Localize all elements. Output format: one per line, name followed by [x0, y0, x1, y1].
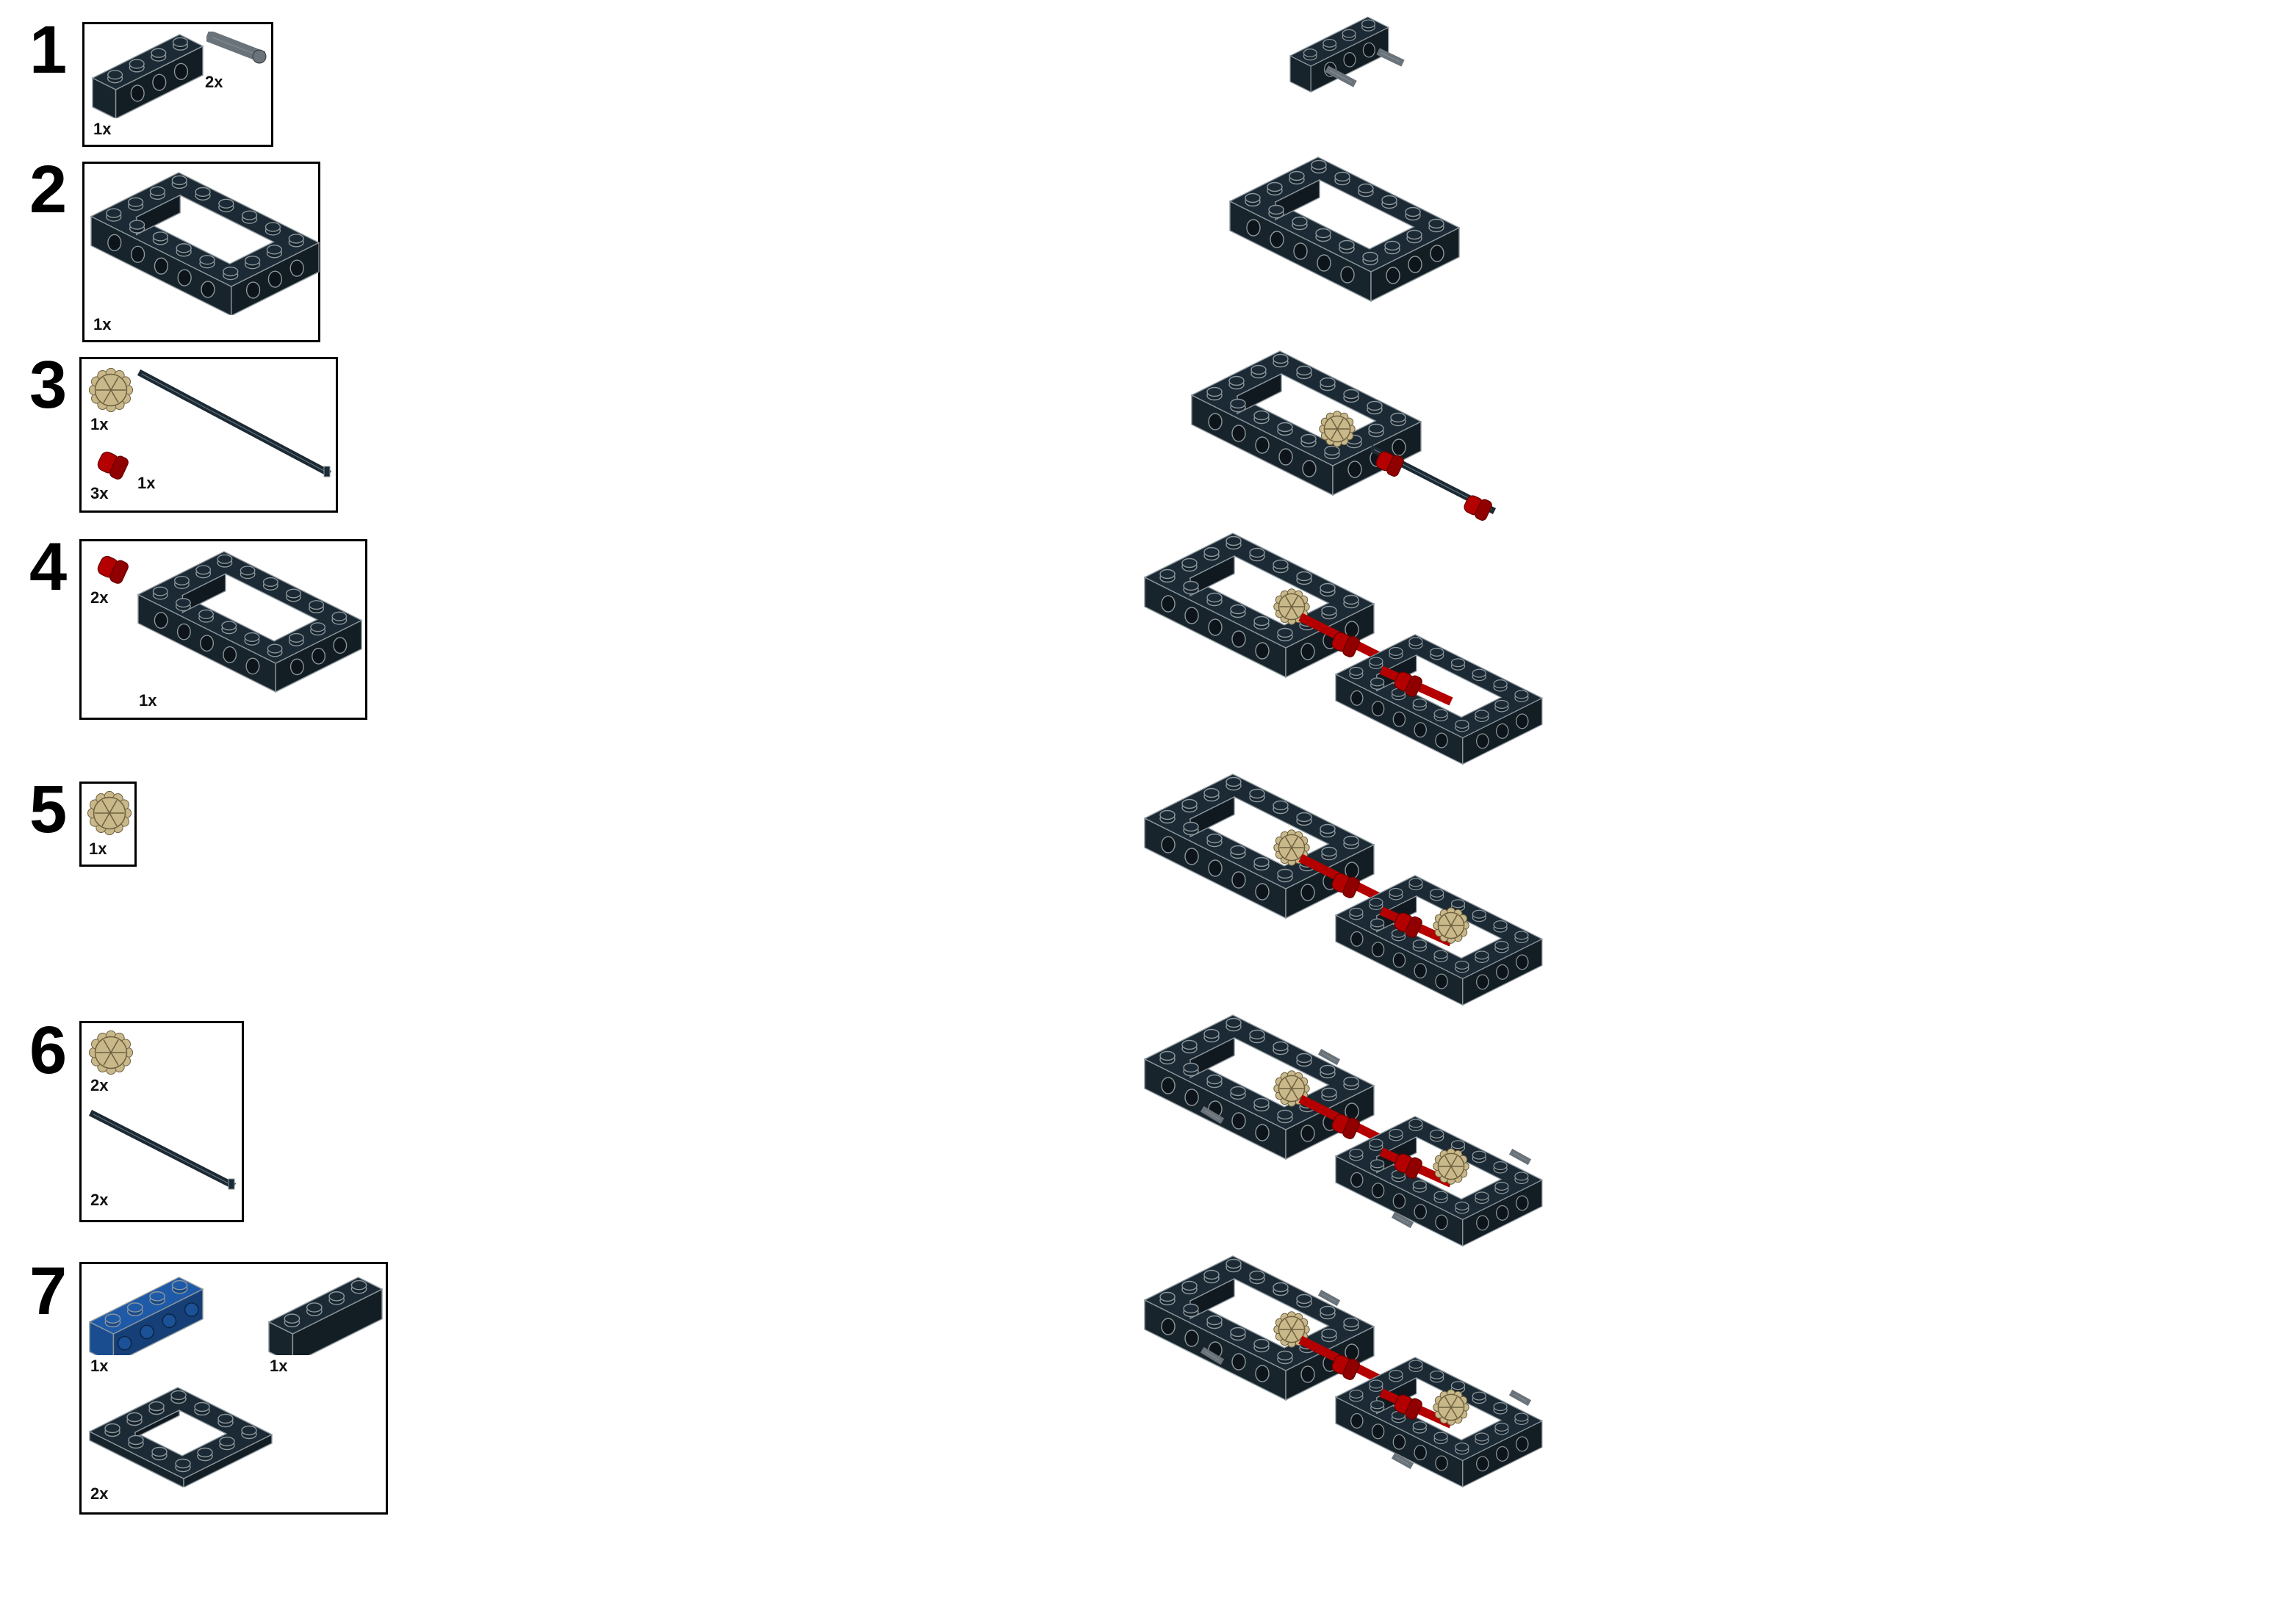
step-number: 3 [29, 347, 68, 422]
brick-1x4-icon [268, 1277, 383, 1355]
axle-icon [89, 1110, 237, 1190]
gear-drawing [88, 367, 134, 413]
blue-brick-1x4-side-studs-icon [89, 1277, 204, 1355]
part-quantity: 2x [90, 1076, 109, 1094]
assembly-step-4 [1143, 533, 1544, 765]
gear-icon [87, 790, 132, 836]
frame-drawing [90, 172, 320, 315]
plate-drawing [89, 1387, 273, 1487]
part-quantity: 3x [90, 484, 109, 502]
parts-list-step-7: 1x 1x 2x [79, 1262, 388, 1515]
assembly-step-2 [1228, 156, 1461, 303]
parts-list-step-6: 2x 2x [79, 1021, 244, 1222]
assembly-illustrations [1143, 16, 1544, 1488]
assembly-step-3 [1190, 350, 1497, 521]
technic-frame-4x6-icon [90, 172, 320, 315]
open-plate-4x4-icon [89, 1387, 273, 1487]
plainbrick-drawing [268, 1277, 383, 1355]
assembly-step-1 [1289, 16, 1405, 93]
step-number: 1 [29, 12, 68, 87]
step-number: 6 [29, 1013, 68, 1088]
part-quantity: 1x [270, 1357, 288, 1375]
part-quantity: 2x [90, 1191, 109, 1209]
part-quantity: 2x [205, 73, 223, 91]
gear-drawing [87, 790, 132, 836]
technic-brick-1x4-icon [92, 34, 204, 118]
bush-drawing [97, 555, 129, 584]
axle-drawing [89, 1110, 237, 1190]
part-quantity: 1x [137, 474, 156, 492]
technic-frame-4x6-icon [137, 551, 362, 693]
part-quantity: 1x [90, 1357, 109, 1375]
frame-drawing [137, 551, 362, 693]
assembly-step-6 [1143, 1014, 1544, 1247]
gear-icon [88, 367, 134, 413]
gear-icon [88, 1030, 134, 1075]
bush-drawing [97, 451, 129, 480]
gear-drawing [88, 1030, 134, 1075]
axle-icon [137, 369, 332, 477]
axle-drawing [137, 369, 332, 477]
step-number: 4 [29, 530, 68, 605]
parts-list-step-2: 1x [82, 162, 320, 342]
pin-drawing [206, 32, 267, 64]
parts-list-step-4: 2x 1x [79, 539, 367, 720]
bush-icon [97, 451, 129, 480]
part-quantity: 1x [90, 415, 109, 433]
parts-list-step-3: 1x 3x 1x [79, 357, 338, 513]
step-number: 5 [29, 772, 68, 847]
assembly-step-7 [1143, 1255, 1544, 1488]
part-quantity: 1x [93, 315, 112, 333]
part-quantity: 1x [139, 691, 157, 710]
assembly-step-5 [1143, 773, 1544, 1006]
parts-list-step-1: 1x 2x [82, 22, 273, 147]
step-number: 7 [29, 1254, 68, 1329]
brick-drawing [92, 34, 204, 118]
pin-icon [206, 32, 267, 64]
part-quantity: 1x [93, 120, 112, 138]
bluebrick-drawing [89, 1277, 204, 1355]
part-quantity: 1x [89, 840, 107, 858]
step-number: 2 [29, 152, 68, 227]
bush-icon [97, 555, 129, 584]
part-quantity: 2x [90, 588, 109, 607]
parts-list-step-5: 1x [79, 782, 137, 867]
part-quantity: 2x [90, 1484, 109, 1503]
